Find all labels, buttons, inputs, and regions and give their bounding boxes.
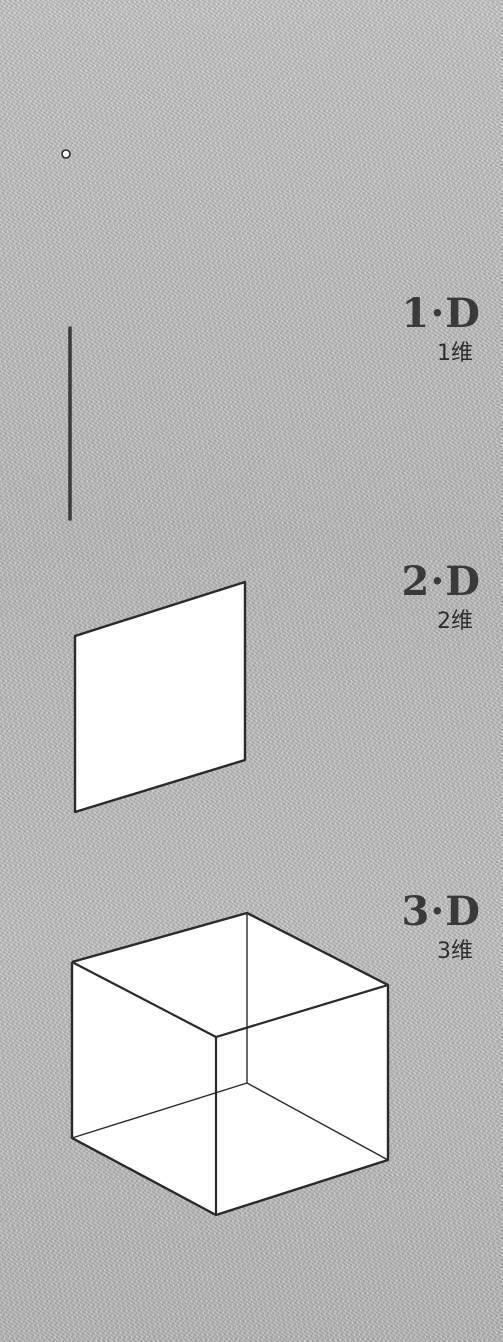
three-d-code: 3·D xyxy=(371,890,481,934)
label-three-d: 3·D 3维 xyxy=(371,890,481,966)
one-d-text: 1维 xyxy=(371,340,481,368)
two-d-square xyxy=(75,582,245,812)
two-d-text: 2维 xyxy=(371,608,481,636)
three-d-text: 3维 xyxy=(371,938,481,966)
label-one-d: 1·D 1维 xyxy=(371,292,481,368)
cube-face-fill xyxy=(72,913,388,1215)
three-d-cube xyxy=(72,913,388,1215)
two-d-code: 2·D xyxy=(371,560,481,604)
zero-d-point xyxy=(62,150,70,158)
one-d-code: 1·D xyxy=(371,292,481,336)
label-two-d: 2·D 2维 xyxy=(371,560,481,636)
